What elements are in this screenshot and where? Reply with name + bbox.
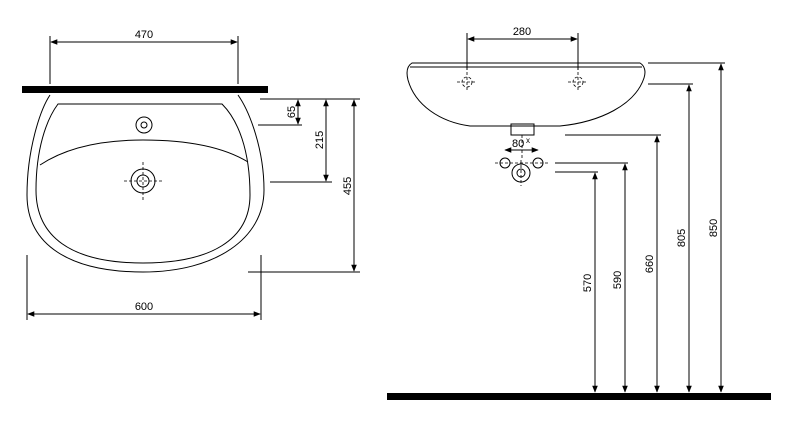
top-view: 470 65 215 455 600 [22, 29, 360, 320]
dim-660-label: 660 [644, 255, 656, 273]
dim-455: 455 [342, 99, 357, 272]
basin-bowl [39, 139, 249, 166]
side-view: 280 80 x 570 [387, 26, 771, 400]
basin-outer-outline [26, 94, 265, 273]
dim-455-label: 455 [342, 177, 354, 195]
dim-470-label: 470 [135, 29, 153, 41]
dim-215-label: 215 [314, 131, 326, 149]
dim-280-label: 280 [513, 26, 531, 38]
tap-hole-inner [140, 121, 148, 129]
dim-80-suffix: x [526, 136, 530, 145]
dim-600: 600 [26, 255, 262, 320]
dim-590: 590 [612, 163, 628, 393]
trap-fittings [495, 157, 548, 186]
dim-600-label: 600 [135, 301, 153, 313]
tap-hole-right [568, 72, 588, 92]
dim-280: 280 [466, 26, 579, 70]
dim-805-label: 805 [676, 229, 688, 247]
outlet-stub [510, 123, 535, 136]
dim-570: 570 [582, 172, 598, 393]
drain [124, 162, 162, 200]
dim-805: 805 [676, 84, 692, 393]
dim-570-label: 570 [582, 274, 594, 292]
dim-590-label: 590 [612, 271, 624, 289]
dim-65-label: 65 [286, 106, 298, 118]
dim-80-label: 80 [512, 138, 524, 150]
basin-inner-rim [35, 103, 251, 264]
dim-65: 65 [286, 99, 301, 125]
tap-hole-left [457, 72, 477, 92]
tap-hole [135, 116, 153, 134]
dim-850: 850 [708, 63, 724, 393]
wall-bar [22, 86, 268, 93]
floor-bar [387, 393, 771, 400]
dim-660: 660 [644, 135, 660, 393]
dim-215: 215 [314, 99, 329, 182]
dim-470: 470 [49, 29, 239, 84]
basin-front-outline [406, 62, 646, 127]
dim-850-label: 850 [708, 219, 720, 237]
dim-80: 80 x [504, 136, 539, 153]
